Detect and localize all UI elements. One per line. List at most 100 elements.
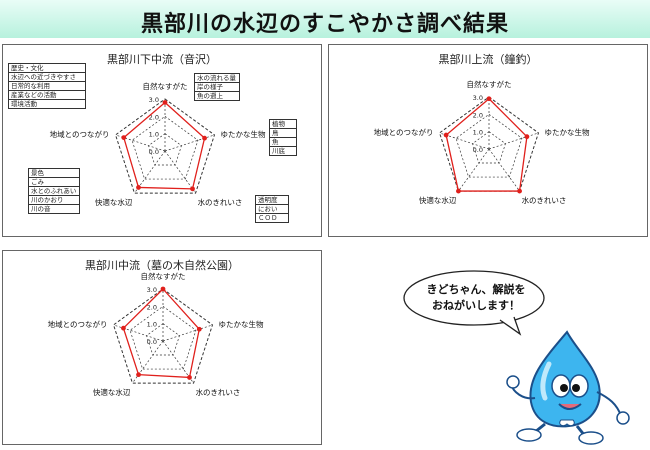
chart-title: 黒部川下中流（音沢） bbox=[107, 53, 217, 66]
tick-label: 3.0 bbox=[149, 96, 159, 104]
grid-ring bbox=[131, 115, 199, 180]
legend-item: 川の音 bbox=[31, 205, 51, 213]
tick-label: 2.0 bbox=[147, 303, 157, 311]
axis-label: 自然なすがた bbox=[467, 79, 512, 89]
legend-item: 植物 bbox=[270, 120, 296, 129]
axis-label: 地域とのつながり bbox=[50, 129, 110, 139]
legend-item: ごみ bbox=[29, 178, 79, 187]
grid-ring bbox=[455, 113, 523, 178]
axis-spoke bbox=[115, 134, 166, 152]
legend-item: 日常的な利用 bbox=[9, 82, 85, 91]
axis-label: ゆたかな生物 bbox=[544, 127, 589, 137]
chart-title: 黒部川上流（鐘釣） bbox=[438, 53, 538, 66]
legend-left-bottom: 景色ごみ水とのふれあい川のかおり川の音 bbox=[28, 168, 80, 214]
legend-item: 岸の様子 bbox=[195, 83, 239, 92]
data-point bbox=[136, 185, 141, 190]
legend-item: 歴史・文化 bbox=[9, 64, 85, 73]
axis-spoke bbox=[162, 340, 194, 384]
grid-ring bbox=[129, 305, 197, 370]
legend-item: 水とのふれあい bbox=[29, 187, 79, 196]
tick-label: 1.0 bbox=[147, 321, 157, 329]
legend-item: 川のかおり bbox=[29, 196, 79, 205]
speech-line-1: きどちゃん、解説を bbox=[426, 283, 526, 296]
mascot-water-drop-character bbox=[506, 330, 630, 445]
legend-item: 水辺への近づきやすさ bbox=[9, 73, 85, 82]
radar-chart-1: 0.01.02.03.0自然なすがたゆたかな生物水のきれいさ快適な水辺地域とのつ… bbox=[50, 81, 266, 207]
axis-label: 快適な水辺 bbox=[93, 387, 131, 397]
data-point bbox=[136, 372, 141, 378]
legend-item: 魚の遡上 bbox=[197, 92, 223, 100]
axis-spoke bbox=[113, 324, 164, 342]
grid-ring bbox=[114, 98, 216, 194]
tick-label: 2.0 bbox=[149, 113, 159, 121]
radar-chart-3: 0.01.02.03.0自然なすがたゆたかな生物水のきれいさ快適な水辺地域とのつ… bbox=[48, 271, 264, 397]
tick-label: 1.0 bbox=[473, 129, 483, 137]
data-point bbox=[187, 375, 192, 380]
axis-label: 水のきれいさ bbox=[198, 197, 243, 207]
legend-item: 川底 bbox=[272, 147, 285, 155]
tick-label: 3.0 bbox=[473, 94, 483, 102]
series-line bbox=[445, 97, 528, 192]
legend-left-top: 歴史・文化水辺への近づきやすさ日常的な利用産業などの活動環境活動 bbox=[8, 63, 86, 109]
data-point bbox=[517, 188, 522, 194]
radar-chart-2: 0.01.02.03.0自然なすがたゆたかな生物水のきれいさ快適な水辺地域とのつ… bbox=[374, 79, 590, 205]
legend-item: 環境活動 bbox=[11, 100, 37, 108]
series-line bbox=[122, 288, 200, 379]
page-title: 黒部川の水辺のすこやかさ調べ結果 bbox=[140, 12, 509, 37]
tick-label: 2.0 bbox=[473, 111, 483, 119]
legend-item: 水の流れる量 bbox=[195, 74, 239, 83]
axis-spoke bbox=[488, 132, 539, 150]
data-point bbox=[443, 132, 449, 138]
legend-item: ＣＯＤ bbox=[258, 214, 278, 222]
grid-ring bbox=[472, 131, 506, 164]
axis-label: 自然なすがた bbox=[143, 81, 188, 91]
axis-spoke bbox=[164, 150, 196, 194]
data-point bbox=[486, 96, 492, 102]
chart-panel-upper: 黒部川上流（鐘釣） 0.0 1.0 2.0 3.0 自然なすがたゆたかな生物水のきれいさ… bbox=[328, 44, 648, 237]
tick-label: 3.0 bbox=[147, 286, 157, 294]
grid-ring bbox=[112, 288, 214, 384]
title-band bbox=[0, 0, 650, 38]
legend-item: 透明度 bbox=[256, 196, 288, 205]
speech-bubble-shape bbox=[403, 270, 545, 336]
data-point bbox=[456, 188, 461, 194]
axis-spoke bbox=[439, 132, 490, 150]
legend-item: 景色 bbox=[29, 169, 79, 178]
data-point bbox=[121, 135, 127, 141]
legend-item: 魚 bbox=[270, 138, 296, 147]
legend-right-mid: 植物鳥魚川底 bbox=[269, 119, 297, 156]
axis-spoke bbox=[134, 150, 166, 194]
speech-line-2: おねがいします！ bbox=[432, 299, 520, 312]
axis-spoke bbox=[132, 340, 164, 384]
legend-item: におい bbox=[256, 205, 288, 214]
axis-label: 水のきれいさ bbox=[522, 195, 567, 205]
grid-ring bbox=[146, 323, 180, 356]
data-point bbox=[162, 100, 168, 105]
chart-title: 黒部川中流（墓の木自然公園） bbox=[85, 259, 239, 272]
data-point bbox=[196, 326, 202, 332]
legend-item: 産業などの活動 bbox=[9, 91, 85, 100]
grid-ring bbox=[148, 133, 182, 166]
axis-label: ゆたかな生物 bbox=[220, 129, 265, 139]
axis-spoke bbox=[164, 134, 215, 152]
axis-label: ゆたかな生物 bbox=[218, 319, 263, 329]
tick-label: 0.0 bbox=[473, 146, 483, 154]
axis-label: 水のきれいさ bbox=[196, 387, 241, 397]
series-line bbox=[123, 101, 206, 190]
legend-item: 鳥 bbox=[270, 129, 296, 138]
data-point bbox=[524, 134, 530, 140]
data-point bbox=[160, 286, 166, 292]
axis-label: 地域とのつながり bbox=[48, 319, 108, 329]
speech-bubble: きどちゃん、解説を おねがいします！ bbox=[402, 268, 550, 336]
axis-spoke bbox=[162, 324, 213, 342]
axis-label: 快適な水辺 bbox=[419, 195, 457, 205]
legend-center-top: 水の流れる量岸の様子魚の遡上 bbox=[194, 73, 240, 101]
data-point bbox=[190, 186, 195, 192]
axis-spoke bbox=[458, 148, 490, 192]
tick-label: 0.0 bbox=[149, 148, 159, 156]
data-point bbox=[121, 325, 126, 331]
tick-label: 0.0 bbox=[147, 338, 157, 346]
